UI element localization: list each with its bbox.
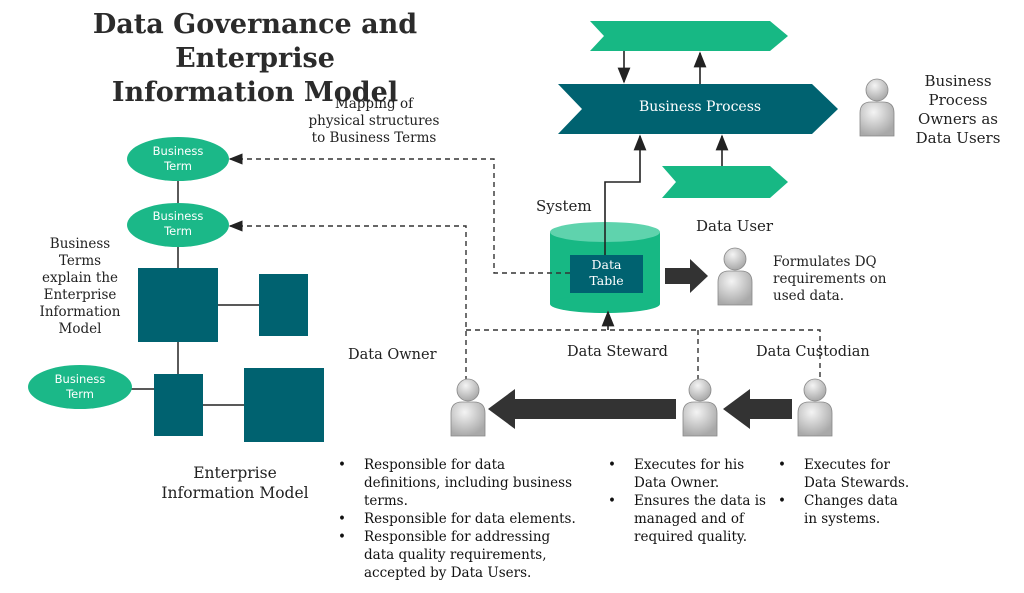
label-line: used data.	[773, 288, 845, 304]
entity-box	[138, 268, 218, 342]
label-line: Business	[152, 209, 204, 223]
label-line: Term	[66, 387, 94, 401]
enterprise-model-label: Enterprise Information Model	[150, 463, 320, 503]
business-term-ellipse	[127, 203, 229, 247]
data-user-label: Data User	[696, 217, 774, 235]
label-line: Table	[589, 273, 624, 288]
owner-responsibilities: Responsible for data definitions, includ…	[338, 456, 614, 582]
business-term-label: Business Term	[128, 144, 228, 174]
steward-dashed-link	[466, 329, 821, 385]
bullet-line: Responsible for addressing	[364, 529, 551, 545]
person-icon	[797, 378, 833, 437]
data-owner-label: Data Owner	[348, 347, 437, 363]
bullet-line: Responsible for data	[364, 457, 506, 473]
label-line: Business	[49, 236, 111, 252]
dq-note: Formulates DQ requirements on used data.	[773, 254, 913, 305]
list-item: Executes for his Data Owner.	[608, 456, 794, 492]
page-title: Data Governance and Enterprise Informati…	[20, 8, 490, 110]
business-process-chevron	[558, 84, 838, 134]
label-line: Term	[164, 159, 192, 173]
bullet-line: data quality requirements,	[364, 547, 547, 563]
label-line: Business	[152, 144, 204, 158]
label-line: Enterprise	[193, 464, 277, 482]
data-steward-label: Data Steward	[567, 344, 668, 360]
bullet-line: Data Stewards.	[804, 475, 910, 491]
title-line: Data Governance and Enterprise	[92, 9, 418, 74]
list-item: Responsible for addressing data quality …	[338, 528, 614, 582]
list-item: Responsible for data elements.	[338, 510, 614, 528]
label-line: Terms	[58, 253, 102, 269]
business-process-label: Business Process	[638, 99, 762, 115]
label-line: Data	[591, 257, 622, 272]
bullet-line: accepted by Data Users.	[364, 565, 532, 581]
business-term-ellipse	[28, 365, 132, 409]
bullet-line: Responsible for data elements.	[364, 511, 576, 527]
business-term-label: Business Term	[128, 209, 228, 239]
mapping-line-lower	[228, 220, 467, 390]
to-data-user-arrow	[665, 259, 708, 293]
bullet-line: Executes for his	[634, 457, 745, 473]
label-line: Process	[928, 91, 988, 109]
label-line: Business	[54, 372, 106, 386]
label-line: physical structures	[308, 113, 440, 129]
business-term-label: Business Term	[29, 372, 131, 402]
data-table-box	[570, 255, 643, 293]
entity-box	[259, 274, 308, 336]
bullet-line: definitions, including business	[364, 475, 573, 491]
entity-box	[154, 374, 203, 436]
steward-to-owner-arrow	[488, 389, 676, 429]
label-line: Business	[924, 72, 992, 90]
list-item: Responsible for data definitions, includ…	[338, 456, 614, 510]
custodian-to-steward-arrow	[723, 389, 792, 429]
upper-chevron	[590, 21, 788, 51]
bullet-line: terms.	[364, 493, 408, 509]
person-icon	[717, 247, 753, 306]
custodian-responsibilities: Executes for Data Stewards. Changes data…	[778, 456, 944, 528]
person-icon	[859, 78, 895, 137]
label-line: Model	[58, 321, 102, 337]
system-to-process-arrow	[604, 134, 647, 255]
bullet-line: Changes data	[804, 493, 898, 509]
bullet-line: Ensures the data is	[634, 493, 766, 509]
label-line: requirements on	[773, 271, 887, 287]
system-label: System	[536, 197, 592, 215]
data-custodian-label: Data Custodian	[756, 344, 870, 360]
label-line: Data Users	[915, 129, 1001, 147]
entity-box	[244, 368, 324, 442]
label-line: Information	[39, 304, 121, 320]
business-term-ellipse	[127, 137, 229, 181]
list-item: Changes data in systems.	[778, 492, 944, 528]
process-owners-label: Business Process Owners as Data Users	[900, 72, 1016, 148]
bullet-line: Executes for	[804, 457, 890, 473]
person-icon	[682, 378, 718, 437]
mapping-line-upper	[228, 153, 570, 274]
lower-chevron	[662, 166, 788, 198]
label-line: Owners as	[918, 110, 998, 128]
label-line: Mapping of	[334, 96, 414, 112]
label-line: explain the	[41, 270, 119, 286]
label-line: to Business Terms	[311, 130, 437, 146]
list-item: Executes for Data Stewards.	[778, 456, 944, 492]
bullet-line: required quality.	[634, 529, 748, 545]
terms-explain-note: Business Terms explain the Enterprise In…	[30, 236, 130, 338]
title-line: Information Model	[111, 77, 399, 108]
bullet-line: managed and of	[634, 511, 744, 527]
label-line: Information Model	[161, 484, 309, 502]
mapping-note: Mapping of physical structures to Busine…	[300, 96, 448, 147]
person-icon	[450, 378, 486, 437]
bullet-line: Data Owner.	[634, 475, 720, 491]
steward-responsibilities: Executes for his Data Owner. Ensures the…	[608, 456, 794, 546]
label-line: Enterprise	[43, 287, 117, 303]
data-table-label: Data Table	[570, 257, 643, 289]
label-line: Formulates DQ	[773, 254, 877, 270]
list-item: Ensures the data is managed and of requi…	[608, 492, 794, 546]
label-line: Term	[164, 224, 192, 238]
bullet-line: in systems.	[804, 511, 881, 527]
